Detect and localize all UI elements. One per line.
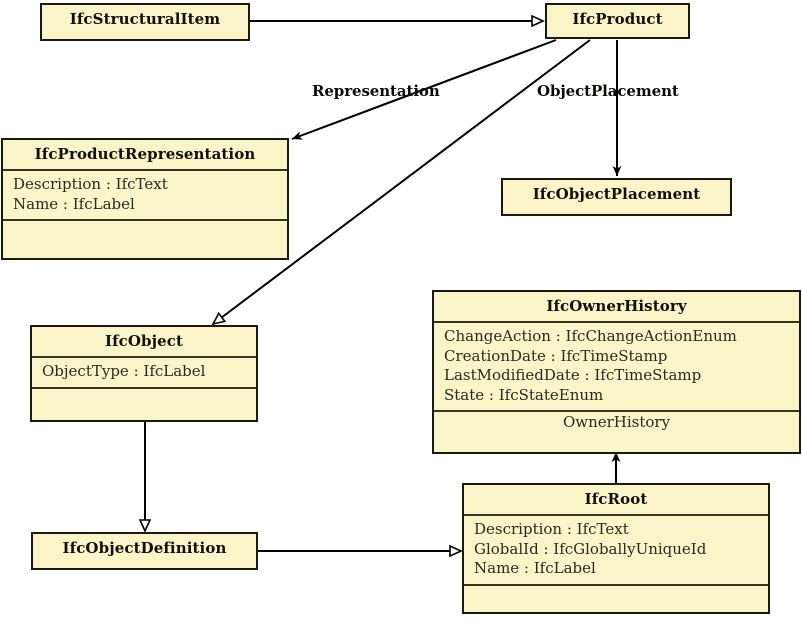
- class-box-ifcproductrepresentation[interactable]: IfcProductRepresentation Description : I…: [1, 138, 289, 260]
- class-box-ifcobjectdefinition[interactable]: IfcObjectDefinition: [31, 532, 258, 570]
- class-attribute: Name : IfcLabel: [13, 194, 135, 213]
- operation-compartment: [3, 221, 287, 242]
- class-attribute: State : IfcStateEnum: [444, 385, 604, 404]
- compartment-separator: [3, 169, 287, 171]
- class-box-ifcproduct[interactable]: IfcProduct: [545, 3, 690, 39]
- class-box-ifcstructuralitem[interactable]: IfcStructuralItem: [40, 3, 250, 41]
- class-attribute: GlobalId : IfcGloballyUniqueId: [474, 539, 707, 558]
- compartment-separator: [464, 514, 768, 516]
- attribute-compartment: Description : IfcText GlobalId : IfcGlob…: [464, 516, 768, 584]
- edge-object-to-product: [213, 39, 591, 324]
- class-name-ifcobjectplacement: IfcObjectPlacement: [532, 185, 701, 203]
- class-name-ifcobjectdefinition: IfcObjectDefinition: [62, 539, 227, 557]
- attribute-compartment: ObjectType : IfcLabel: [32, 358, 256, 387]
- class-box-ifcobjectplacement[interactable]: IfcObjectPlacement: [501, 178, 732, 216]
- edge-label-objectplacement: ObjectPlacement: [537, 82, 679, 100]
- class-attribute: CreationDate : IfcTimeStamp: [444, 346, 668, 365]
- class-box-ifcroot[interactable]: IfcRoot Description : IfcText GlobalId :…: [462, 483, 770, 614]
- class-name-ifcownerhistory: IfcOwnerHistory: [546, 297, 687, 315]
- class-name-ifcproductrepresentation: IfcProductRepresentation: [34, 145, 256, 163]
- class-name-ifcproduct: IfcProduct: [572, 10, 663, 28]
- class-box-ifcownerhistory[interactable]: IfcOwnerHistory ChangeAction : IfcChange…: [432, 290, 801, 454]
- compartment-separator: [32, 356, 256, 358]
- operation-compartment: OwnerHistory: [434, 412, 799, 433]
- operation-compartment: [32, 389, 256, 410]
- operation-compartment: [464, 586, 768, 607]
- class-attribute: LastModifiedDate : IfcTimeStamp: [444, 366, 702, 384]
- class-name-ifcroot: IfcRoot: [584, 490, 648, 508]
- class-attribute: ObjectType : IfcLabel: [42, 362, 206, 380]
- class-attribute: Name : IfcLabel: [474, 559, 596, 577]
- class-attribute: Description : IfcText: [474, 520, 629, 538]
- class-attribute: ChangeAction : IfcChangeActionEnum: [444, 327, 737, 345]
- compartment-separator: [434, 321, 799, 323]
- class-name-ifcstructuralitem: IfcStructuralItem: [69, 10, 221, 28]
- edge-label-representation: Representation: [312, 82, 440, 100]
- compartment-separator: [464, 583, 768, 586]
- attribute-compartment: ChangeAction : IfcChangeActionEnum Creat…: [434, 323, 799, 410]
- class-name-ifcobject: IfcObject: [104, 332, 184, 350]
- attribute-compartment: Description : IfcText Name : IfcLabel: [3, 171, 287, 219]
- compartment-separator: [434, 410, 799, 412]
- compartment-separator: [32, 386, 256, 389]
- edge-product-to-productrepresentation: [291, 39, 557, 140]
- class-box-ifcobject[interactable]: IfcObject ObjectType : IfcLabel: [30, 325, 258, 422]
- class-attribute: Description : IfcText: [13, 175, 168, 193]
- compartment-separator: [3, 219, 287, 221]
- association-role-label-ownerhistory: OwnerHistory: [562, 413, 671, 431]
